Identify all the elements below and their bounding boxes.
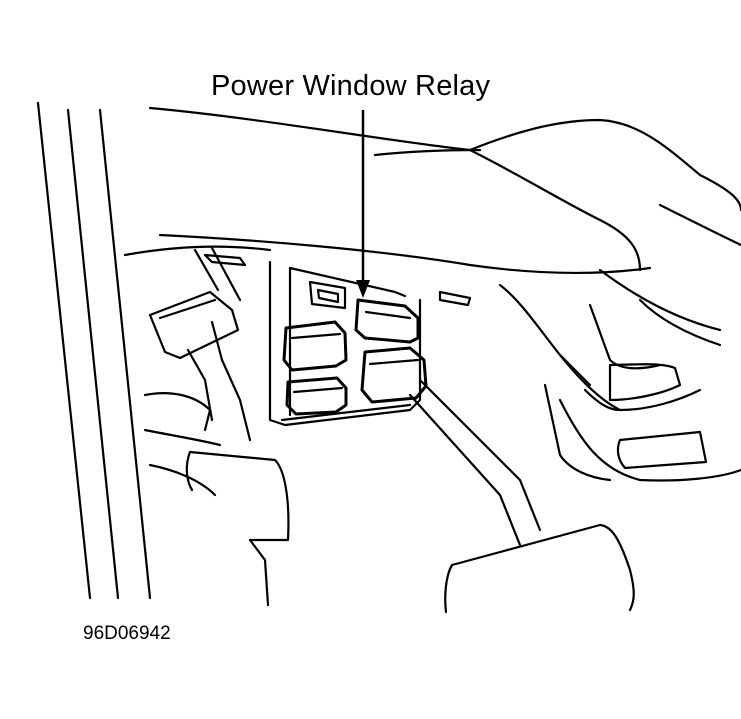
- pedal-pad: [445, 525, 634, 612]
- relay-power-window: [356, 300, 418, 342]
- right-bracket: [500, 270, 741, 481]
- fuse-slot: [310, 282, 345, 308]
- relay-upper-left: [284, 322, 346, 370]
- dashboard-underside: [125, 108, 741, 305]
- left-connector: [150, 248, 250, 440]
- pedal-arm: [410, 380, 540, 545]
- lower-left-bracket: [145, 393, 288, 605]
- relay-lower-right: [362, 348, 426, 402]
- callout-label: Power Window Relay: [211, 70, 491, 102]
- relay-block-housing: [270, 262, 420, 425]
- door-pillar-lines: [38, 103, 150, 598]
- figure-id: 96D06942: [83, 623, 171, 644]
- relay-lower-left: [287, 378, 346, 414]
